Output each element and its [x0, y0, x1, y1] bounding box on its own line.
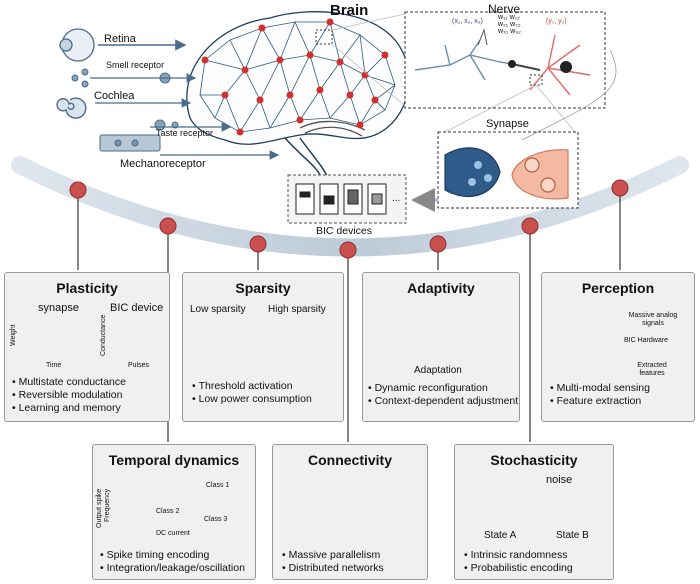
adaptivity-title: Adaptivity [407, 280, 475, 296]
state-a-label: State A [484, 530, 517, 541]
arc-node [611, 179, 629, 197]
bullet: Probabilistic encoding [464, 562, 573, 575]
extracted-features-label: Extracted features [637, 362, 667, 377]
mechanoreceptor-label: Mechanoreceptor [120, 158, 206, 170]
bullet: Dynamic reconfiguration [368, 382, 518, 395]
adaptation-label: Adaptation [414, 365, 462, 376]
class2-label: Class 2 [156, 508, 180, 515]
stochasticity-bullets: Intrinsic randomness Probabilistic encod… [464, 549, 573, 575]
bic-devices-label: BIC devices [316, 225, 373, 237]
zoom-box [315, 29, 333, 45]
sparsity-bullets: Threshold activation Low power consumpti… [192, 380, 312, 406]
perception-bullets: Multi-modal sensing Feature extraction [550, 382, 650, 408]
weight-w12: w₁₂ [509, 14, 520, 21]
bullet: Learning and memory [12, 402, 126, 415]
connectivity-title: Connectivity [307, 452, 392, 468]
high-sparsity-label: High sparsity [268, 304, 326, 315]
arc-node [159, 217, 177, 235]
bullet: Multistate conductance [12, 376, 126, 389]
brain-network [186, 11, 410, 179]
arc-node [249, 235, 267, 253]
weight-w21: w₂₁ [498, 21, 509, 28]
nerve-box [404, 11, 606, 109]
plasticity-pulses-axis: Pulses [128, 362, 150, 369]
bullet: Feature extraction [550, 395, 650, 408]
smell-receptor-label: Smell receptor [106, 60, 165, 70]
brain-title: Brain [330, 2, 369, 19]
temporal-bullets: Spike timing encoding Integration/leakag… [100, 549, 245, 575]
bic-hardware-label: BIC Hardware [624, 337, 668, 344]
cochlea-icon [56, 97, 87, 119]
bullet: Reversible modulation [12, 389, 126, 402]
low-sparsity-label: Low sparsity [190, 304, 246, 315]
bic-device-chips [295, 183, 387, 215]
plasticity-bullets: Multistate conductance Reversible modula… [12, 376, 126, 415]
temporal-xlabel: DC current [156, 530, 190, 537]
bullet: Low power consumption [192, 393, 312, 406]
plasticity-weight-axis: Weight [10, 324, 17, 346]
arc-nodes [69, 179, 629, 259]
connectivity-bullets: Massive parallelism Distributed networks [282, 549, 384, 575]
adaptivity-bullets: Dynamic reconfiguration Context-dependen… [368, 382, 519, 408]
plasticity-conductance-axis: Conductance [100, 314, 107, 356]
stochasticity-title: Stochasticity [490, 452, 578, 468]
state-b-label: State B [556, 530, 589, 541]
temporal-ylabel-2: Frequency [104, 488, 111, 522]
noise-label: noise [546, 474, 573, 486]
class3-label: Class 3 [204, 516, 228, 523]
plasticity-synapse-label: synapse [38, 302, 79, 314]
arc-node [429, 235, 447, 253]
class1-label: Class 1 [206, 482, 230, 489]
bullet: Massive parallelism [282, 549, 384, 562]
taste-receptor-label: Taste receptor [156, 128, 214, 138]
synapse-illustration [444, 147, 569, 200]
bullet: Intrinsic randomness [464, 549, 573, 562]
arc-node [521, 217, 539, 235]
weight-w31: w₃₁ [498, 28, 509, 35]
bullet: Multi-modal sensing [550, 382, 650, 395]
weight-w22: w₂₂ [510, 21, 521, 28]
temporal-ylabel-1: Output spike [96, 488, 103, 528]
perception-title: Perception [581, 280, 655, 296]
bullet: Context-dependent adjustment [368, 395, 519, 408]
weight-w32: w₃₂ [510, 28, 521, 35]
brain-nodes [201, 18, 389, 136]
nerve-eq-right: (y₁, y₂) [546, 18, 567, 25]
nerve-eq-left: (x₁, x₂, x₃) [452, 18, 483, 25]
weight-w11: w₁₁ [498, 14, 508, 21]
bullet: Integration/leakage/oscillation [100, 562, 245, 575]
plasticity-title: Plasticity [56, 280, 118, 296]
bullet: Distributed networks [282, 562, 384, 575]
nerve-eq-matrix: w₁₁ w₁₂ w₂₁ w₂₂ w₃₁ w₃₂ [498, 14, 521, 35]
retina-label: Retina [104, 33, 136, 45]
cochlea-label: Cochlea [94, 90, 135, 102]
bullet: Threshold activation [192, 380, 312, 393]
synapse-label: Synapse [486, 118, 529, 130]
plasticity-time-axis: Time [46, 362, 62, 369]
sparsity-title: Sparsity [235, 280, 291, 296]
massive-signals-label: Massive analog signals [628, 312, 678, 327]
bullet: Spike timing encoding [100, 549, 245, 562]
arc-node [69, 181, 87, 199]
nerve-label: Nerve [488, 2, 521, 16]
arc-node [339, 241, 357, 259]
bic-devices-ellipsis: ... [392, 193, 401, 204]
mechanoreceptor-icon [99, 134, 161, 152]
plasticity-bic-label: BIC device [110, 302, 164, 314]
temporal-title: Temporal dynamics [108, 452, 240, 468]
retina-icon [59, 28, 95, 62]
nerve-neurons [414, 28, 591, 96]
